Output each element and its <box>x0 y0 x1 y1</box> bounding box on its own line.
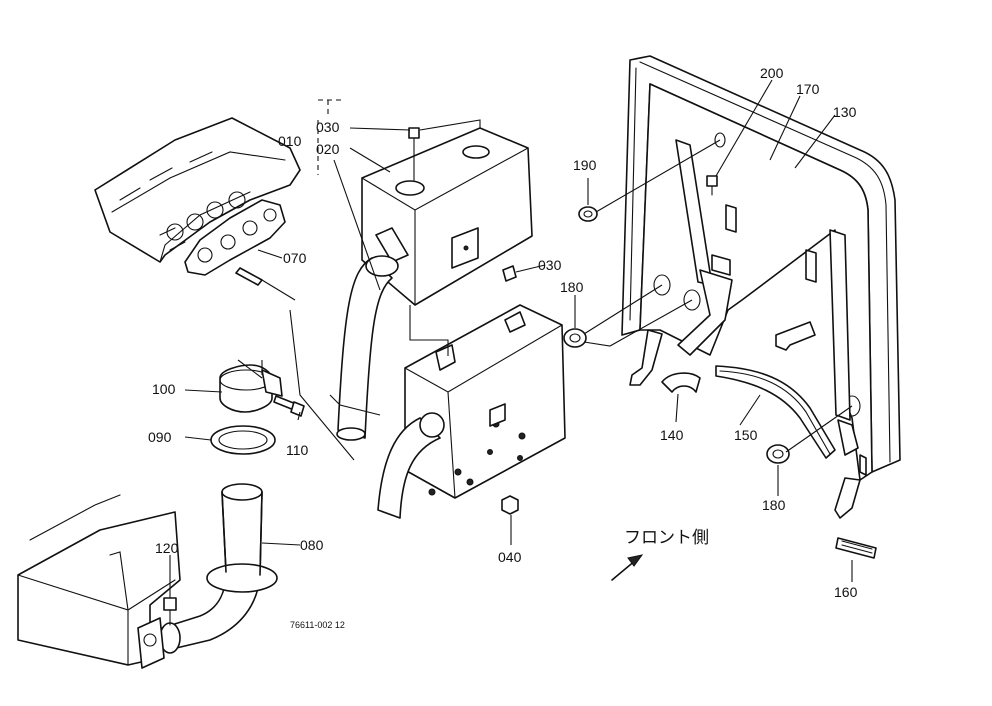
inlet-pipe <box>336 255 399 441</box>
label-030-top: 030 <box>316 119 340 135</box>
frame-lower-left <box>17 494 181 669</box>
grommet-190 <box>578 206 598 222</box>
tail-pipe <box>377 412 445 519</box>
bolt-200 <box>706 175 718 196</box>
label-020: 020 <box>316 141 340 157</box>
gasket-070 <box>159 191 286 286</box>
strip-150 <box>715 365 836 459</box>
label-040: 040 <box>498 549 522 565</box>
bolt-110 <box>273 395 305 417</box>
pad-160 <box>835 537 877 559</box>
bolt-030-top <box>408 127 420 181</box>
label-120: 120 <box>155 540 179 556</box>
label-090: 090 <box>148 429 172 445</box>
label-010: 010 <box>278 133 302 149</box>
engine-block <box>94 117 301 263</box>
label-070: 070 <box>283 250 307 266</box>
label-190: 190 <box>573 157 597 173</box>
seal-140 <box>661 372 701 393</box>
leader-lines <box>169 79 853 598</box>
label-100: 100 <box>152 381 176 397</box>
gasket-090 <box>210 425 276 455</box>
label-150: 150 <box>734 427 758 443</box>
label-180-lower: 180 <box>762 497 786 513</box>
bolt-120 <box>163 597 177 626</box>
label-170: 170 <box>796 81 820 97</box>
front-direction-arrow-icon <box>611 554 644 581</box>
grommet-180-upper <box>563 328 587 348</box>
label-130: 130 <box>833 104 857 120</box>
label-110: 110 <box>286 442 309 458</box>
nut-040 <box>501 495 519 515</box>
exhaust-pipe-080 <box>159 483 278 654</box>
label-030-side: 030 <box>538 257 562 273</box>
bracket-left <box>629 254 733 386</box>
label-080: 080 <box>300 537 324 553</box>
drawing-code: 76611-002 12 <box>290 620 345 630</box>
bracket-right <box>775 321 867 519</box>
muffler-upper-020 <box>361 127 533 306</box>
label-140: 140 <box>660 427 684 443</box>
grommet-180-lower <box>766 444 790 464</box>
label-180-upper: 180 <box>560 279 584 295</box>
muffler-lower <box>404 304 566 499</box>
cover-130 <box>621 55 901 481</box>
bolt-030-side <box>502 265 517 282</box>
clamp-100 <box>219 364 283 413</box>
front-side-note: フロント側 <box>624 528 709 548</box>
part-labels: 010 030 020 030 040 070 080 090 100 110 … <box>148 65 858 600</box>
label-160: 160 <box>834 584 858 600</box>
label-200: 200 <box>760 65 784 81</box>
